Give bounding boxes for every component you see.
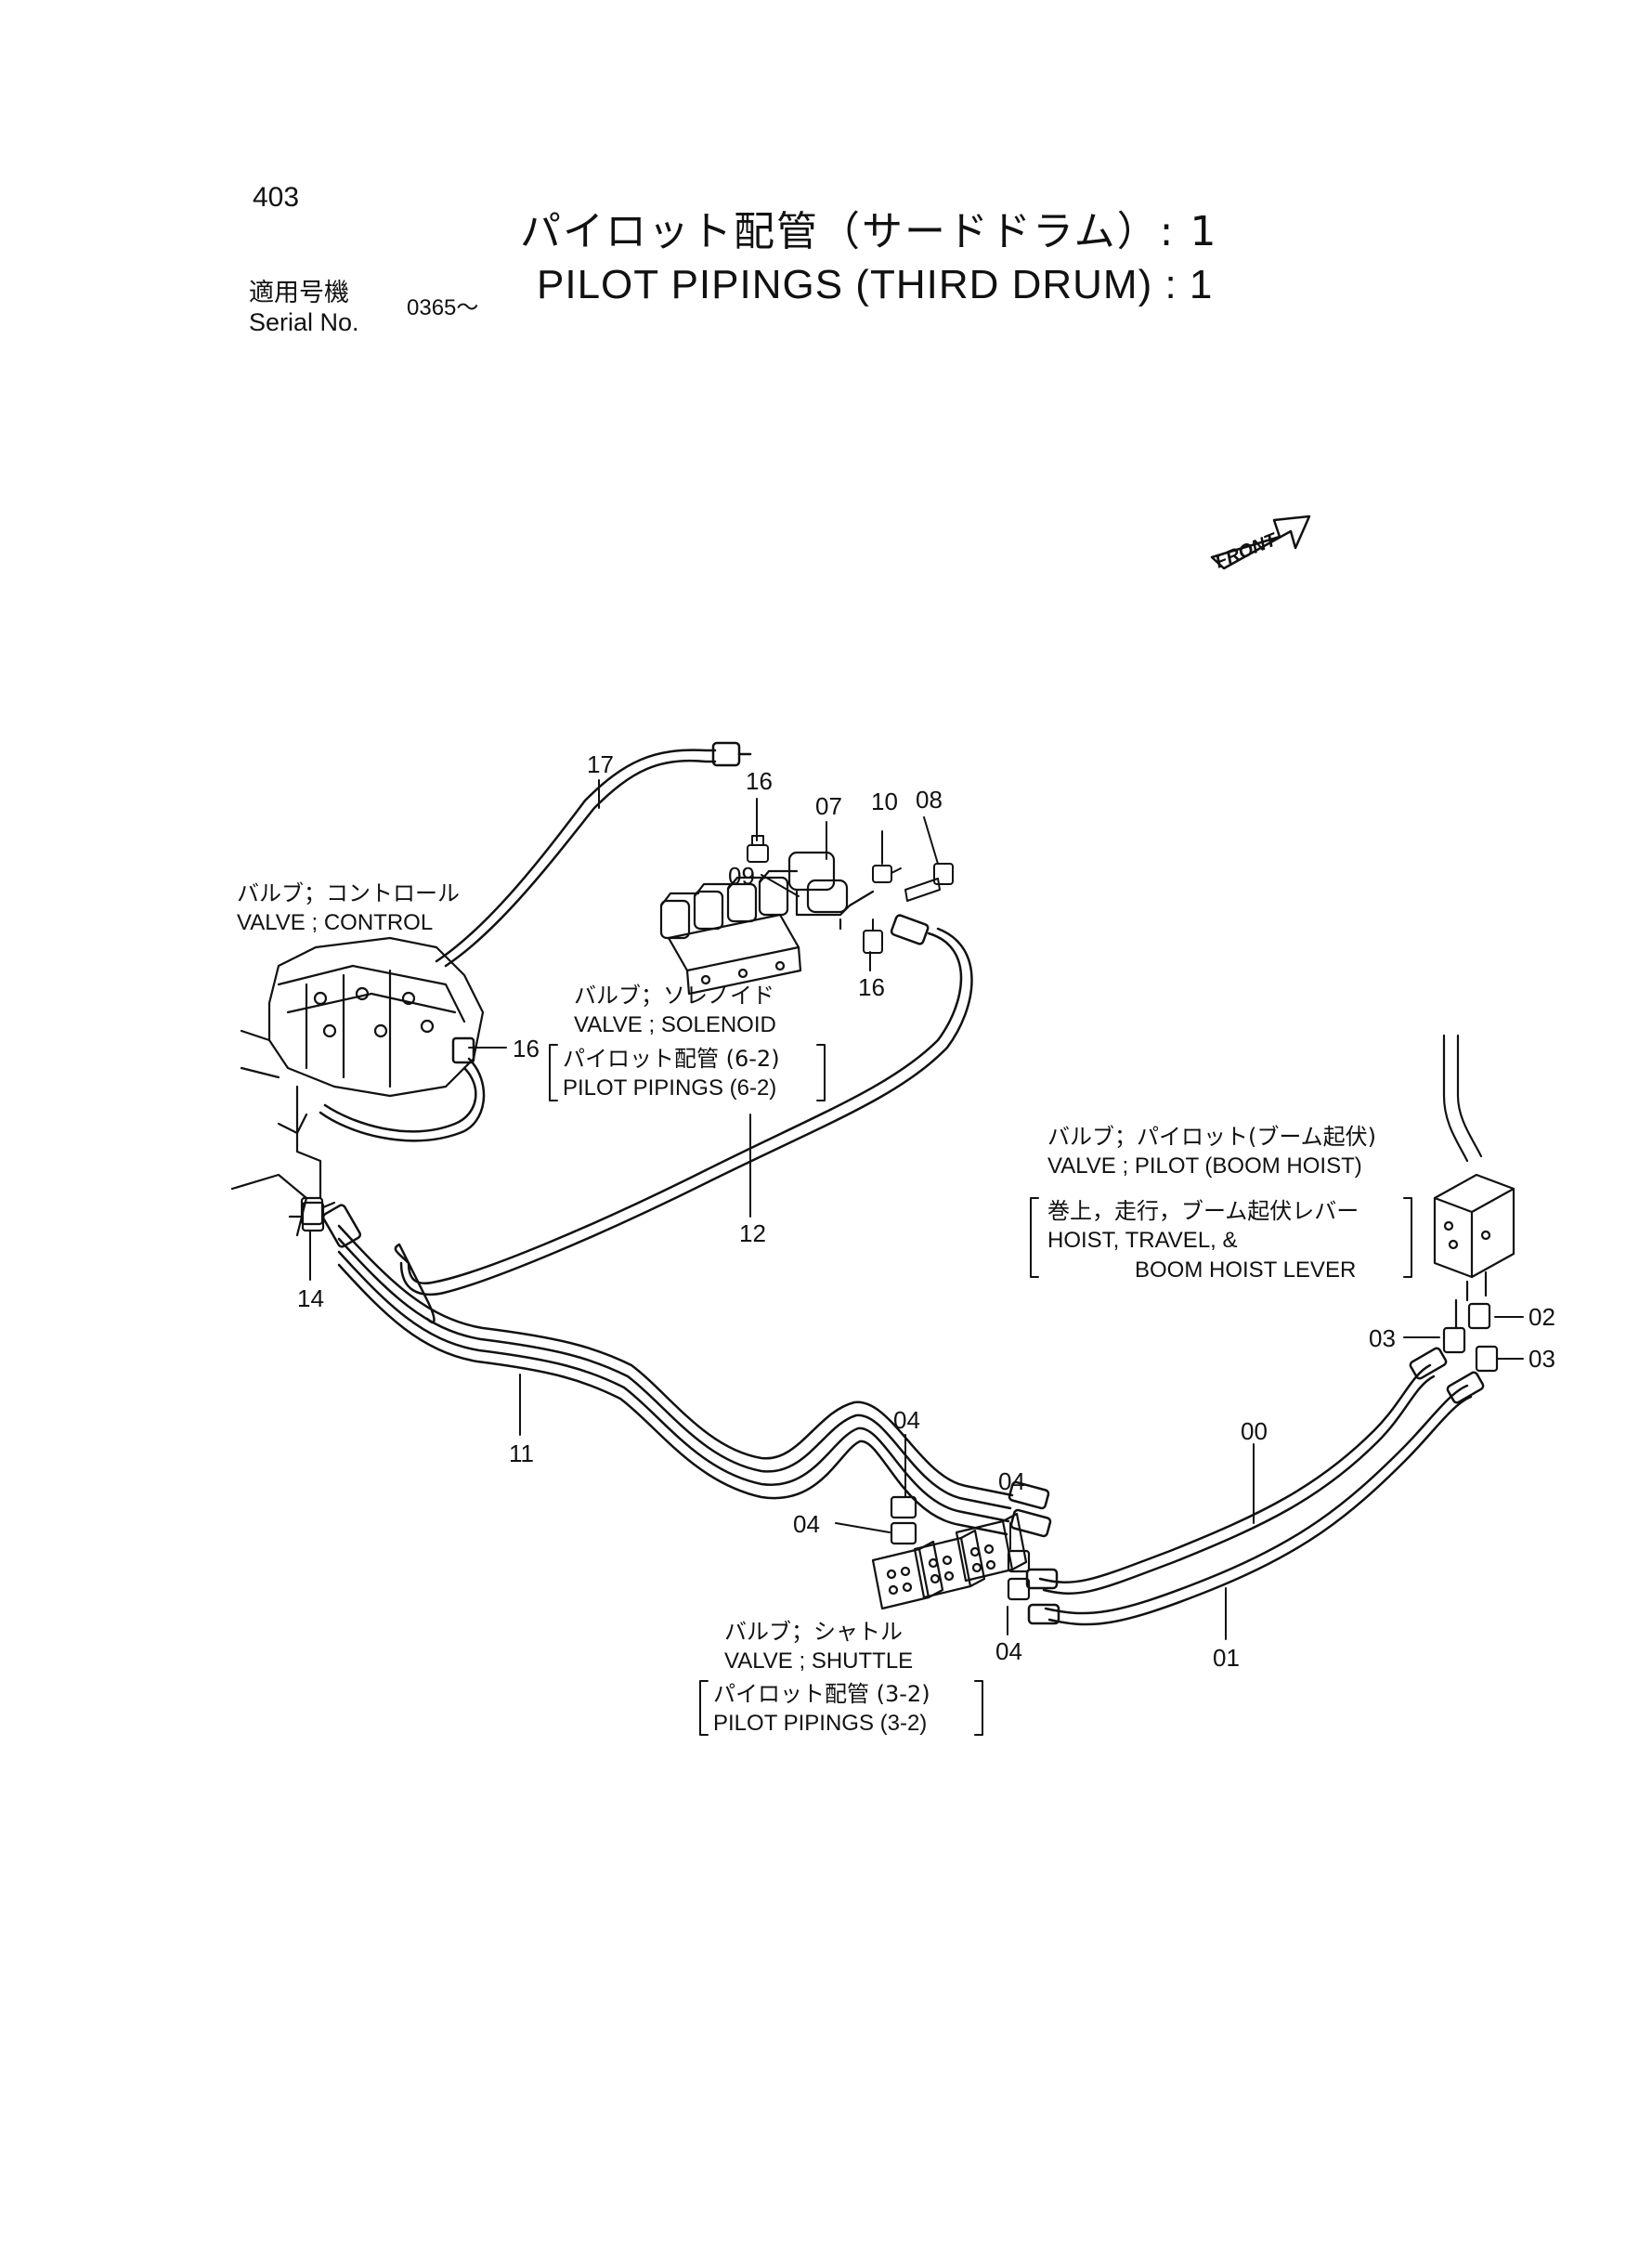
callout-17: 17: [587, 750, 614, 778]
page-title: PILOT PIPINGS (THIRD DRUM) : 1: [537, 262, 1214, 307]
shuttle-valve-drawing: [871, 1495, 1031, 1610]
serial-label-japanese: 適用号機: [249, 279, 349, 307]
solenoid-valve-label: VALVE ; SOLENOID: [574, 1012, 776, 1037]
serial-label: Serial No.: [249, 308, 359, 336]
callout-00: 00: [1241, 1417, 1268, 1445]
control-valve-drawing: [230, 936, 485, 1237]
pipe-control-loop: [319, 1036, 486, 1142]
serial-value: 0365～: [407, 295, 479, 320]
callout-04-bottom: 04: [995, 1637, 1022, 1665]
pilot-valve-drawing: [1433, 1034, 1515, 1373]
callout-04-top: 04: [893, 1406, 920, 1434]
shuttle-ref-japanese: パイロット配管 (3-2): [713, 1681, 930, 1707]
callout-16-top: 16: [746, 767, 773, 795]
pipe-17: [435, 741, 752, 968]
front-arrow-icon: FRONT: [1210, 515, 1311, 573]
callout-02: 02: [1528, 1303, 1555, 1331]
solenoid-ref-japanese: パイロット配管 (6-2): [563, 1046, 780, 1072]
callout-14: 14: [297, 1284, 324, 1312]
fitting-14: [288, 1201, 336, 1232]
shuttle-ref: PILOT PIPINGS (3-2): [713, 1711, 928, 1736]
shuttle-valve-label: VALVE ; SHUTTLE: [724, 1648, 914, 1674]
callout-08: 08: [916, 786, 943, 814]
pilot-valve-label: VALVE ; PILOT (BOOM HOIST): [1047, 1153, 1362, 1179]
callout-01: 01: [1213, 1644, 1240, 1672]
pipes-00-01: [1025, 1347, 1485, 1626]
leader-lines: [309, 779, 1524, 1640]
callout-16-right: 16: [858, 973, 885, 1001]
callout-10: 10: [871, 788, 898, 815]
shuttle-valve-label-japanese: バルブ；シャトル: [724, 1619, 903, 1645]
callout-03-left: 03: [1369, 1324, 1396, 1352]
callout-07: 07: [815, 792, 842, 820]
callout-03-right: 03: [1528, 1345, 1555, 1373]
pilot-ref-line1: HOIST, TRAVEL, &: [1047, 1228, 1238, 1253]
pilot-ref-japanese: 巻上，走行，ブーム起伏レバー: [1047, 1198, 1359, 1224]
pilot-valve-label-japanese: バルブ；パイロット(ブーム起伏): [1047, 1124, 1377, 1150]
page-number: 403: [253, 182, 300, 213]
fittings-top: [747, 835, 954, 954]
control-valve-label-japanese: バルブ；コントロール: [237, 880, 460, 906]
pipe-12: [399, 914, 973, 1296]
solenoid-07-drawing: [787, 851, 875, 931]
solenoid-valve-drawing: [659, 869, 802, 996]
page-title-japanese: パイロット配管（サードドラム）: 1: [520, 208, 1218, 255]
callout-04-left: 04: [793, 1510, 820, 1538]
callout-16-left: 16: [513, 1035, 540, 1062]
solenoid-valve-label-japanese: バルブ；ソレノイド: [574, 983, 774, 1009]
callout-11: 11: [509, 1440, 534, 1467]
control-valve-label: VALVE ; CONTROL: [237, 910, 434, 935]
solenoid-ref: PILOT PIPINGS (6-2): [563, 1075, 777, 1101]
callout-12: 12: [739, 1219, 766, 1247]
callout-09: 09: [728, 862, 755, 890]
front-label: FRONT: [1213, 529, 1281, 573]
callout-04-upper-right: 04: [998, 1467, 1025, 1495]
pilot-ref-line2: BOOM HOIST LEVER: [1135, 1257, 1357, 1283]
reference-brackets: [549, 1044, 1412, 1736]
pipe-11: [321, 1204, 1052, 1538]
